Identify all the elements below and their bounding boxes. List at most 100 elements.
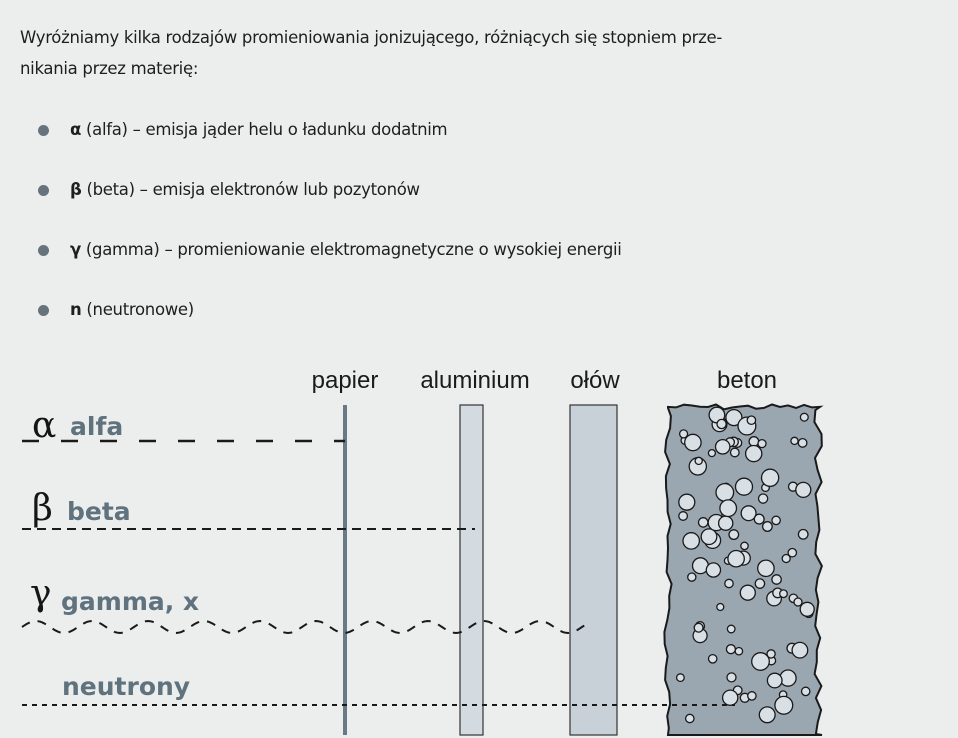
pebble <box>787 547 798 558</box>
pebble <box>726 624 736 634</box>
pebble <box>717 515 734 531</box>
symbol: α <box>70 120 82 139</box>
pebble <box>779 589 788 599</box>
pebble <box>725 408 743 427</box>
pebble <box>707 448 717 458</box>
pebble <box>747 691 757 701</box>
pebble <box>758 706 776 724</box>
pebble <box>700 528 718 546</box>
description: (neutronowe) <box>81 300 194 319</box>
pebble <box>746 415 757 426</box>
pebble <box>757 559 775 578</box>
pebble <box>697 517 709 528</box>
list-item-alpha: α (alfa) – emisja jąder helu o ładunku d… <box>0 114 622 174</box>
radiation-type-list: α (alfa) – emisja jąder helu o ładunku d… <box>0 114 622 354</box>
pebble <box>705 562 722 578</box>
bullet-icon <box>38 245 49 256</box>
pebble <box>751 652 770 671</box>
intro-line-2: nikania przez materię: <box>20 59 199 78</box>
pebble <box>715 482 735 502</box>
pebble <box>774 695 794 715</box>
intro-line-1: Wyróżniamy kilka rodzajów promieniowania… <box>20 28 722 47</box>
pebble <box>757 438 767 449</box>
description: (alfa) – emisja jąder helu o ładunku dod… <box>81 120 448 139</box>
pebble <box>766 672 783 689</box>
concrete-barrier <box>663 403 824 736</box>
pebble <box>687 572 697 582</box>
bullet-icon <box>38 185 49 196</box>
beta-label: beta <box>67 497 131 526</box>
pebble <box>761 521 773 532</box>
pebble <box>800 686 811 697</box>
pebble <box>771 574 782 585</box>
pebble <box>682 532 701 550</box>
list-item-neutron: n (neutronowe) <box>0 294 622 354</box>
pebble <box>694 456 703 466</box>
pebble <box>693 622 704 633</box>
bullet-icon <box>38 125 49 136</box>
pebble <box>766 649 776 659</box>
pebble <box>793 597 803 607</box>
pebble <box>797 528 809 540</box>
pebble <box>707 653 718 664</box>
aluminium-barrier <box>459 404 484 736</box>
pebble <box>734 477 754 496</box>
description: (beta) – emisja elektronów lub pozytonów <box>81 180 420 199</box>
pebble <box>771 515 781 526</box>
pebble <box>684 433 702 452</box>
pebble <box>744 444 763 463</box>
alpha-label: alfa <box>70 412 123 441</box>
gamma-symbol: γ <box>30 573 52 614</box>
pebble <box>714 438 731 455</box>
symbol: n <box>70 300 82 319</box>
gamma-path <box>21 619 587 635</box>
pebble <box>724 578 734 589</box>
pebble <box>781 553 791 564</box>
pebble <box>721 689 739 706</box>
lead-barrier <box>569 404 618 736</box>
material-label-paper: papier <box>312 367 379 394</box>
pebble <box>739 584 756 601</box>
pebble <box>729 447 740 458</box>
pebble <box>753 513 765 525</box>
beta-symbol: β <box>32 488 53 529</box>
pebble <box>716 602 725 612</box>
material-label-aluminium: aluminium <box>420 367 529 394</box>
neutron-label: neutrony <box>62 672 190 701</box>
pebble <box>799 412 809 422</box>
list-item-beta: β (beta) – emisja elektronów lub pozyton… <box>0 174 622 234</box>
material-label-concrete: beton <box>717 367 777 394</box>
pebble <box>725 644 737 655</box>
pebble <box>678 511 689 521</box>
pebble <box>675 673 685 683</box>
pebble <box>726 672 737 683</box>
pebble <box>790 436 799 446</box>
pebble <box>791 641 809 659</box>
pebble <box>797 437 808 448</box>
pebble <box>754 578 766 589</box>
pebble <box>684 713 695 724</box>
intro-paragraph: Wyróżniamy kilka rodzajów promieniowania… <box>20 22 840 84</box>
pebble <box>740 541 749 551</box>
pebble <box>678 493 696 511</box>
pebble <box>727 549 745 568</box>
pebble <box>716 418 727 430</box>
bullet-icon <box>38 305 49 316</box>
pebble <box>760 468 780 488</box>
pebble <box>795 481 812 499</box>
description: (gamma) – promieniowanie elektromagnetyc… <box>80 240 622 259</box>
pebble <box>678 429 689 439</box>
symbol: β <box>70 180 82 199</box>
pebble <box>740 505 757 522</box>
concrete-aggregate <box>675 406 815 724</box>
gamma-label: gamma, x <box>61 587 199 616</box>
material-label-lead: ołów <box>570 367 620 394</box>
pebble <box>779 669 797 687</box>
list-item-gamma: γ (gamma) – promieniowanie elektromagnet… <box>0 234 622 294</box>
symbol: γ <box>70 240 81 259</box>
pebble <box>728 529 740 541</box>
pebble <box>719 499 738 518</box>
pebble <box>757 493 769 504</box>
pebble <box>734 646 744 656</box>
